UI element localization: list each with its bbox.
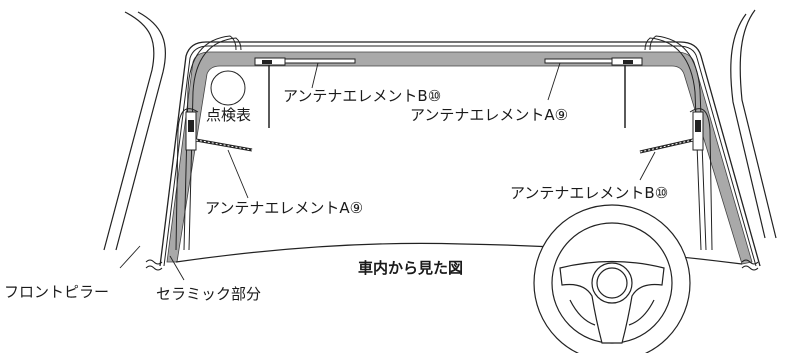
break-marks bbox=[145, 259, 759, 271]
antenna-element-b-top bbox=[254, 57, 356, 128]
windshield-frame-inner bbox=[163, 45, 757, 267]
label-antenna-element-a-top: アンテナエレメントA⑨ bbox=[410, 106, 569, 124]
label-front-pillar: フロントピラー bbox=[4, 283, 110, 301]
leader-lines bbox=[119, 62, 656, 281]
antenna-element-a-top bbox=[544, 57, 643, 128]
label-antenna-element-a-left: アンテナエレメントA⑨ bbox=[205, 199, 364, 217]
diagram-title: 車内から見た図 bbox=[358, 259, 464, 277]
front-pillar-right bbox=[730, 9, 777, 239]
label-antenna-element-b-top: アンテナエレメントB⑩ bbox=[283, 87, 442, 105]
antenna-element-b-right bbox=[639, 111, 704, 154]
windshield-frame bbox=[159, 41, 761, 267]
front-pillar-left bbox=[103, 11, 167, 251]
label-ceramic-part: セラミック部分 bbox=[156, 285, 262, 303]
label-inspection-mark: 点検表 bbox=[206, 106, 252, 124]
antenna-cables bbox=[175, 35, 713, 251]
label-antenna-element-b-right: アンテナエレメントB⑩ bbox=[510, 184, 669, 202]
antenna-element-a-left bbox=[185, 111, 253, 152]
steering-wheel bbox=[533, 204, 691, 353]
inspection-sticker bbox=[210, 70, 246, 106]
